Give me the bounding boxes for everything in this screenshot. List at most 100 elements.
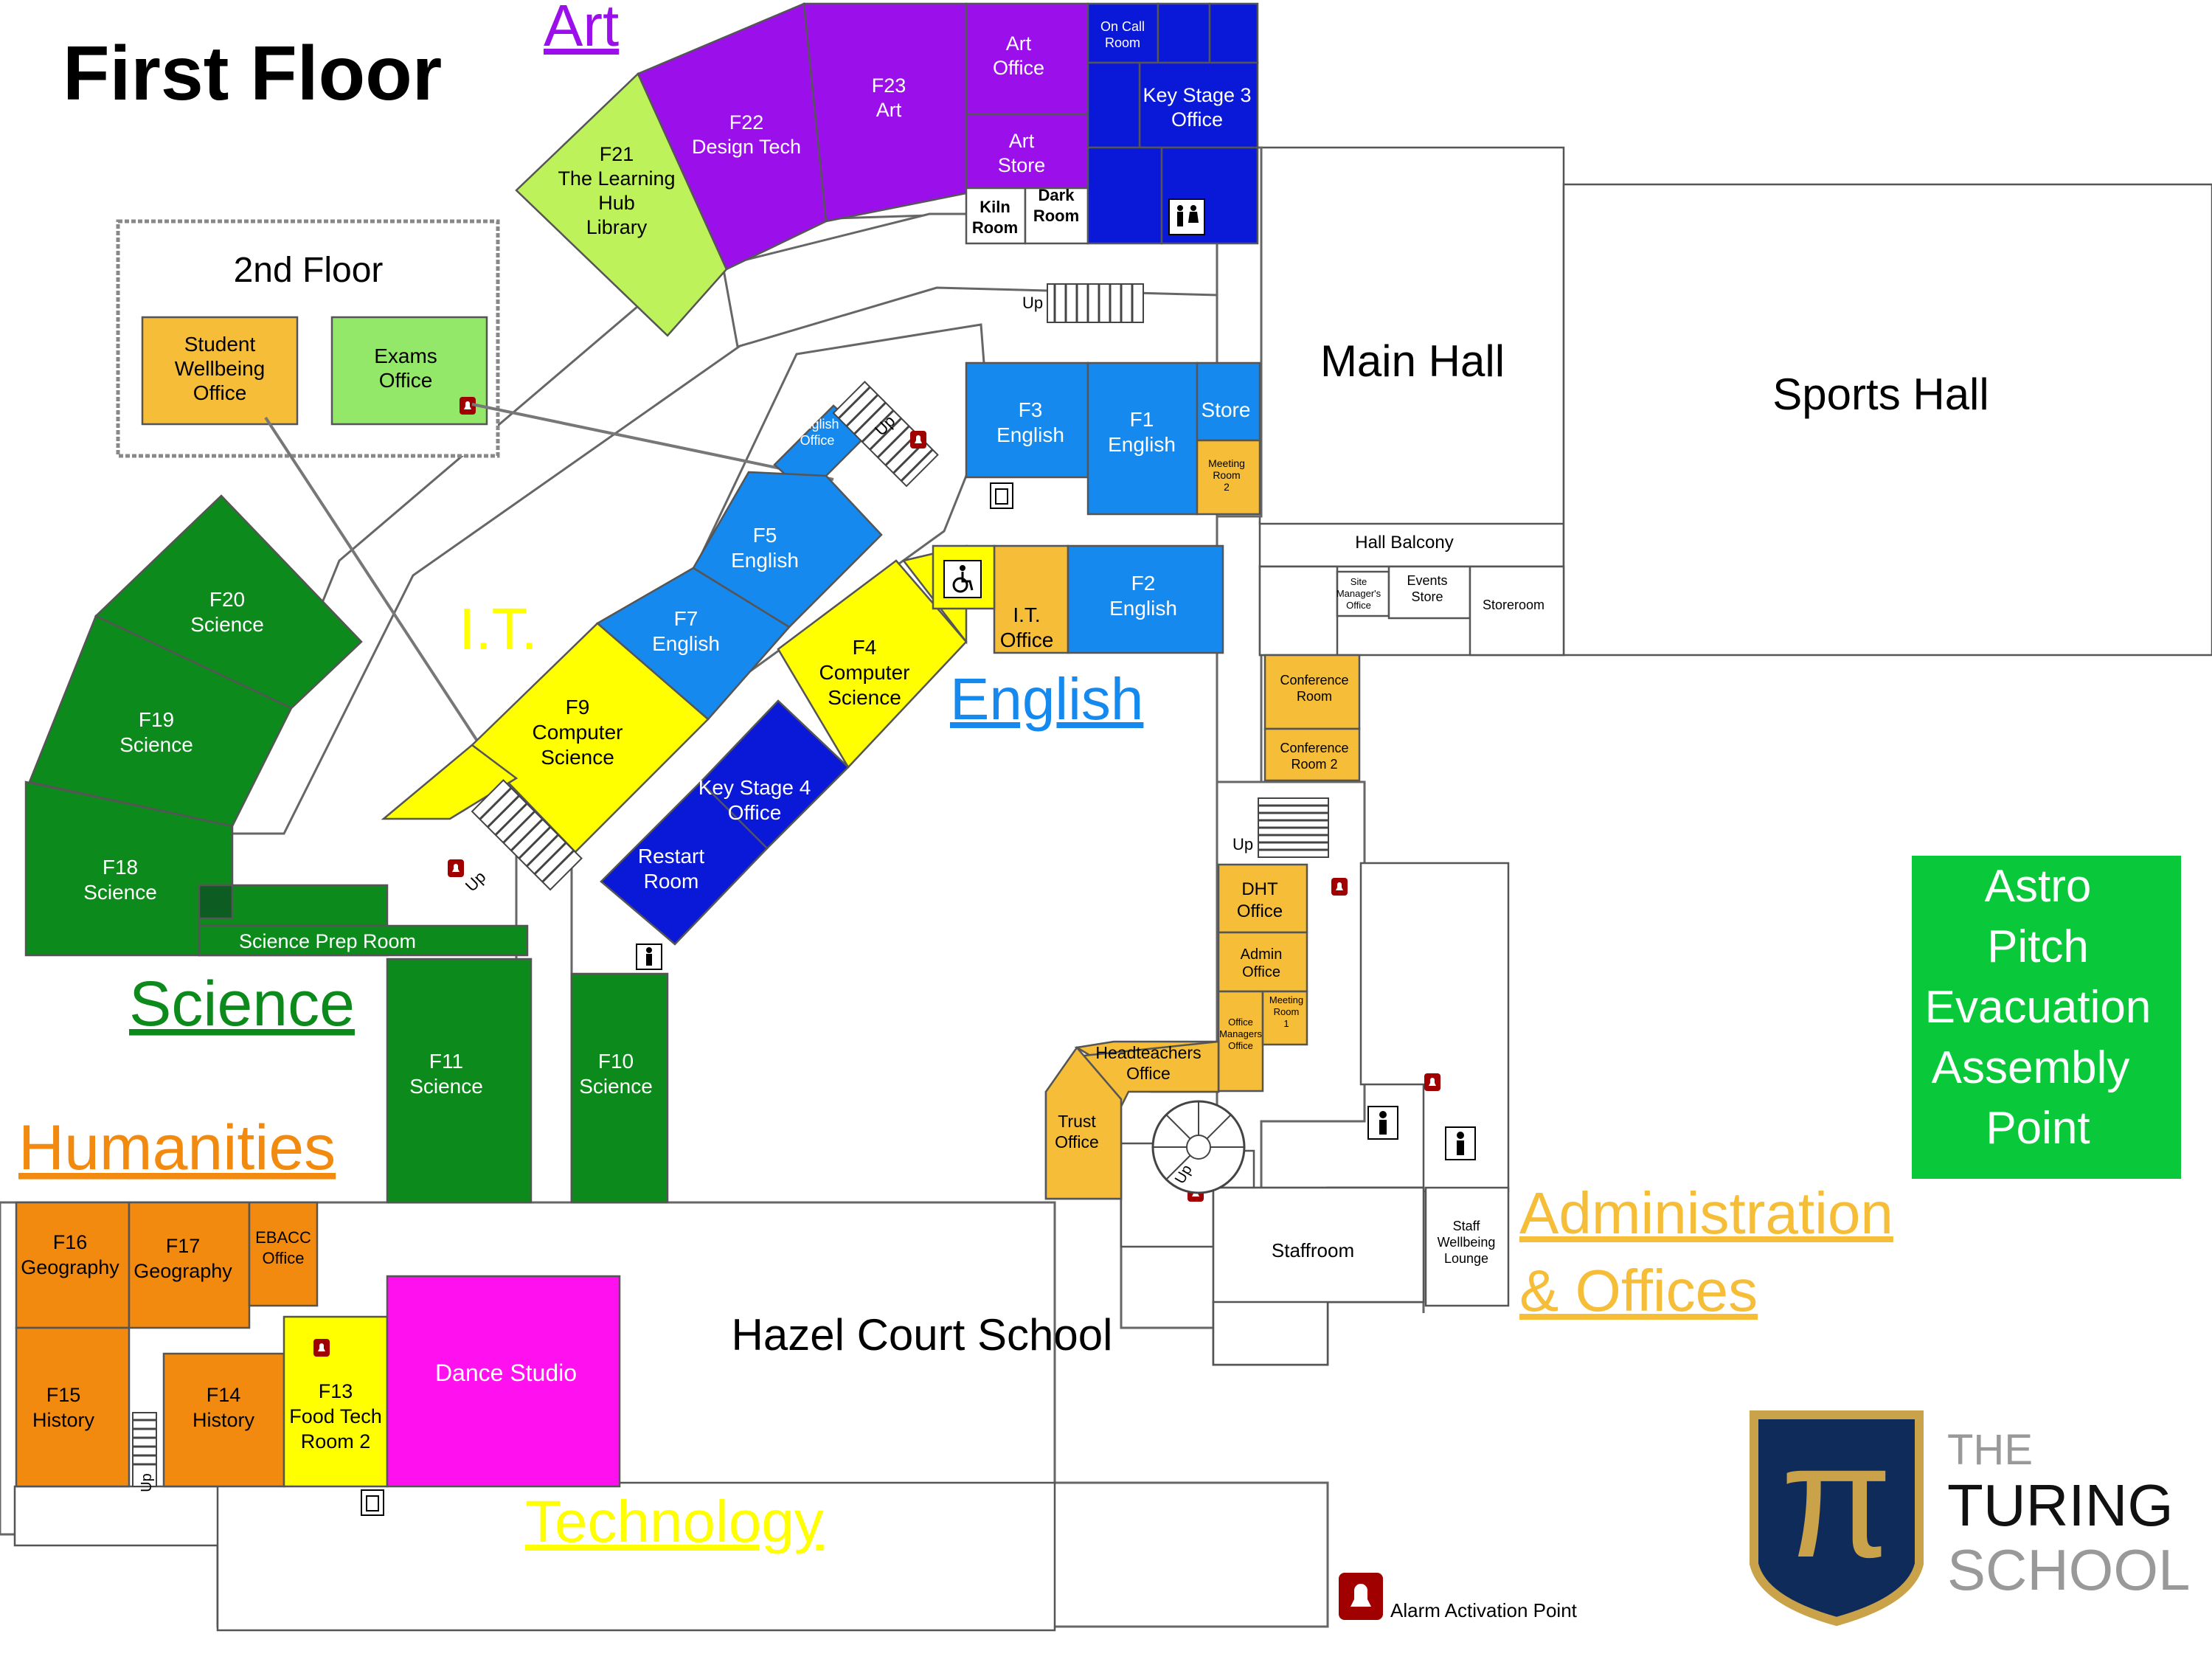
dept-label-admin-line-2: & Offices — [1519, 1258, 1758, 1323]
admin-office-line-1: Admin — [1241, 946, 1283, 963]
f20-line-2: Science — [190, 613, 264, 636]
astro-line-1: Astro — [1985, 861, 2092, 912]
f7-line-2: English — [652, 632, 720, 655]
alarm-icon — [460, 397, 476, 415]
dark-line-2: Room — [1033, 207, 1079, 225]
dept-label-admin-line-1: Administration — [1519, 1180, 1893, 1246]
room-f16 — [15, 1201, 131, 1329]
f21-line-2: The Learning — [558, 167, 675, 190]
stairs-icon — [1047, 283, 1144, 323]
meeting2-line-2: Room — [1213, 469, 1240, 481]
dark-line-1: Dark — [1039, 186, 1075, 204]
english-office-line-2: Office — [800, 433, 835, 448]
room-it-corner — [381, 744, 519, 820]
ebacc-line-1: EBACC — [255, 1228, 311, 1247]
english-office-line-1: English — [795, 417, 839, 432]
f7-line-1: F7 — [674, 607, 698, 630]
room-admin-office — [1217, 931, 1308, 993]
ks4-line-1: Key Stage 4 — [698, 776, 811, 799]
f4-line-1: F4 — [853, 636, 877, 659]
room-f3 — [965, 361, 1089, 479]
restart-line-1: Restart — [638, 845, 704, 868]
conf2-line-2: Room 2 — [1291, 757, 1337, 772]
store-label: Store — [1202, 398, 1251, 421]
science-prep-label: Science Prep Room — [239, 930, 416, 952]
room-conference-1 — [1263, 654, 1361, 730]
room-f15 — [15, 1326, 131, 1488]
shield-icon — [1750, 1410, 1924, 1627]
stairs-icon — [471, 779, 583, 891]
conf1-line-2: Room — [1297, 689, 1332, 704]
art-office-line-2: Office — [993, 57, 1044, 79]
f5-line-2: English — [731, 549, 799, 572]
svg-text:Administration& Offices: Administration & Offices — [1519, 1180, 1893, 1323]
art-store-line-2: Store — [998, 154, 1046, 176]
room-storeroom — [1469, 565, 1565, 657]
alarm-icon — [1339, 1573, 1383, 1620]
f10-line-2: Science — [579, 1075, 653, 1098]
dept-label-it: I.T. — [459, 596, 538, 662]
f15-line-1: F15 — [46, 1384, 81, 1406]
f14-line-1: F14 — [207, 1384, 241, 1406]
toilet-icon — [1445, 1126, 1476, 1160]
f13-line-2: Food Tech — [289, 1405, 382, 1427]
f21-line-4: Library — [586, 216, 648, 238]
meeting1-line-1: Meeting — [1269, 994, 1303, 1005]
room-site-manager — [1336, 570, 1390, 617]
exams-line-2: Office — [379, 369, 433, 392]
stairs-up-label: Up — [1232, 835, 1253, 853]
f4-line-2: Computer — [819, 661, 910, 684]
lift-icon — [990, 482, 1013, 509]
room-meeting-2 — [1196, 439, 1261, 516]
lift-icon — [361, 1489, 384, 1516]
astro-line-5: Point — [1986, 1103, 2090, 1154]
hazel-court-label: Hazel Court School — [732, 1310, 1113, 1360]
f22-line-1: F22 — [729, 111, 764, 134]
f13-line-1: F13 — [319, 1380, 353, 1402]
it-office-line-2: Office — [1000, 629, 1054, 651]
room-f2 — [1067, 544, 1224, 654]
meeting1-line-2: Room — [1274, 1006, 1300, 1017]
wellbeing-line-2: Wellbeing — [175, 357, 265, 380]
f22-line-2: Design Tech — [692, 136, 801, 158]
f9-line-1: F9 — [566, 696, 590, 719]
room-kiln — [965, 187, 1027, 245]
meeting2-line-1: Meeting — [1208, 457, 1245, 469]
restart-line-2: Room — [644, 870, 699, 893]
toilet-icon — [636, 943, 662, 970]
f16-line-1: F16 — [53, 1231, 88, 1253]
f2-line-1: F2 — [1131, 572, 1156, 595]
f3-line-2: English — [996, 423, 1064, 446]
toilet-icon — [1168, 198, 1205, 235]
room-f10 — [570, 972, 669, 1204]
room-conference-2 — [1263, 727, 1361, 782]
events-line-1: Events — [1407, 573, 1447, 588]
dept-label-technology: Technology — [525, 1489, 824, 1554]
room-f13 — [282, 1315, 389, 1488]
alarm-icon — [313, 1339, 330, 1357]
second-floor-title: 2nd Floor — [234, 251, 384, 290]
alarm-legend-text: Alarm Activation Point — [1390, 1599, 1578, 1621]
room-events — [1387, 565, 1471, 620]
dept-label-art: Art — [544, 0, 619, 58]
